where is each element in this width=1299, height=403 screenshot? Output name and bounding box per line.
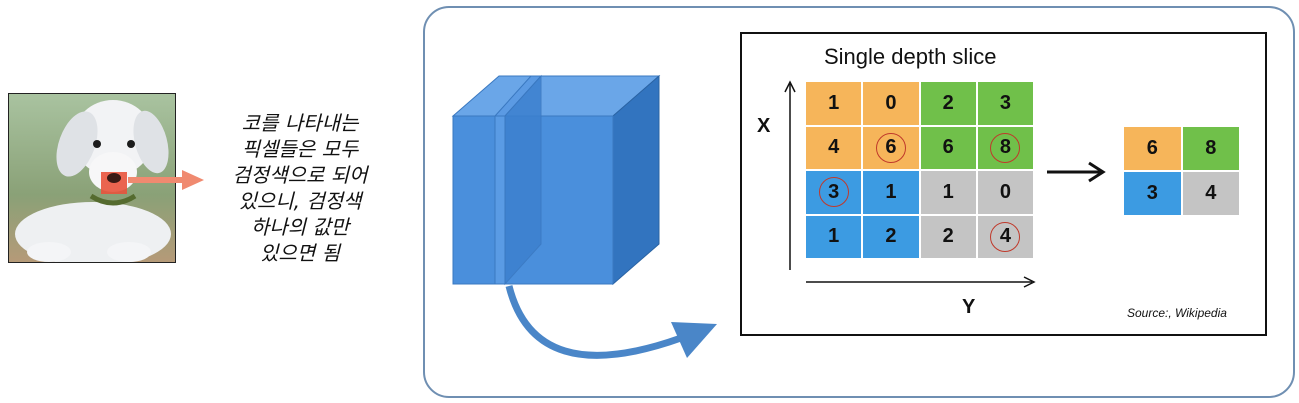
slice-cell: 8: [977, 126, 1033, 169]
slice-cell-value: 1: [828, 91, 840, 114]
max-marker-circle: [875, 132, 906, 163]
slice-title: Single depth slice: [824, 44, 997, 69]
slice-cell: 0: [977, 171, 1033, 214]
max-marker-circle: [990, 221, 1021, 252]
slice-cell-value: 2: [942, 225, 954, 248]
slice-cell-value: 0: [885, 91, 897, 114]
pooled-cell: 8: [1182, 127, 1239, 170]
pooled-cell: 3: [1124, 172, 1181, 215]
slice-cell: 6: [863, 126, 919, 169]
caption-line: 검정색으로 되어: [232, 163, 368, 187]
slice-curve-arrow: [505, 285, 717, 359]
slice-cell: 4: [806, 126, 862, 169]
slice-cell: 6: [920, 126, 976, 169]
caption-line: 픽셀들은 모두: [241, 137, 359, 161]
slice-cell: 1: [806, 215, 862, 258]
caption-line: 코를 나타내는: [241, 111, 359, 135]
grid-axes: [784, 80, 1036, 288]
x-axis-label: X: [757, 115, 771, 137]
pooling-arrow: [1047, 161, 1106, 183]
puppy-photo: [8, 93, 176, 263]
slice-cell: 4: [977, 215, 1033, 258]
slice-cell: 2: [863, 215, 919, 258]
feature-volume: [451, 74, 661, 286]
caption: 코를 나타내는 픽셀들은 모두 검정색으로 되어 있으니, 검정색 하나의 값만…: [196, 110, 404, 266]
pooled-cell: 6: [1124, 127, 1181, 170]
slice-cell-value: 2: [942, 91, 954, 114]
slice-cell: 0: [863, 82, 919, 125]
slice-cell: 2: [920, 82, 976, 125]
source-credit: Source:, Wikipedia: [1127, 306, 1227, 320]
slice-cell-value: 0: [999, 180, 1011, 203]
slice-cell-value: 1: [942, 180, 954, 203]
slice-cell-value: 2: [885, 225, 897, 248]
slice-cell: 2: [920, 215, 976, 258]
slice-cell: 1: [920, 171, 976, 214]
slice-cell-value: 6: [942, 136, 954, 159]
slice-cell: 3: [977, 82, 1033, 125]
slice-cell-value: 3: [999, 91, 1011, 114]
pooled-cell: 4: [1182, 172, 1239, 215]
slice-cell: 3: [806, 171, 862, 214]
slice-cell-value: 1: [885, 180, 897, 203]
slice-cell: 1: [806, 82, 862, 125]
slice-cell: 1: [863, 171, 919, 214]
caption-line: 하나의 값만: [250, 215, 350, 239]
puppy-illustration: [9, 94, 175, 262]
diagram-panel: [423, 6, 1295, 398]
max-marker-circle: [990, 132, 1021, 163]
slice-cell-value: 4: [828, 136, 840, 159]
caption-line: 있으면 됨: [260, 241, 340, 265]
max-marker-circle: [818, 177, 849, 208]
nose-pointer-arrow: [128, 170, 204, 190]
caption-line: 있으니, 검정색: [238, 189, 362, 213]
slice-cell-value: 1: [828, 225, 840, 248]
y-axis-label: Y: [962, 296, 976, 318]
